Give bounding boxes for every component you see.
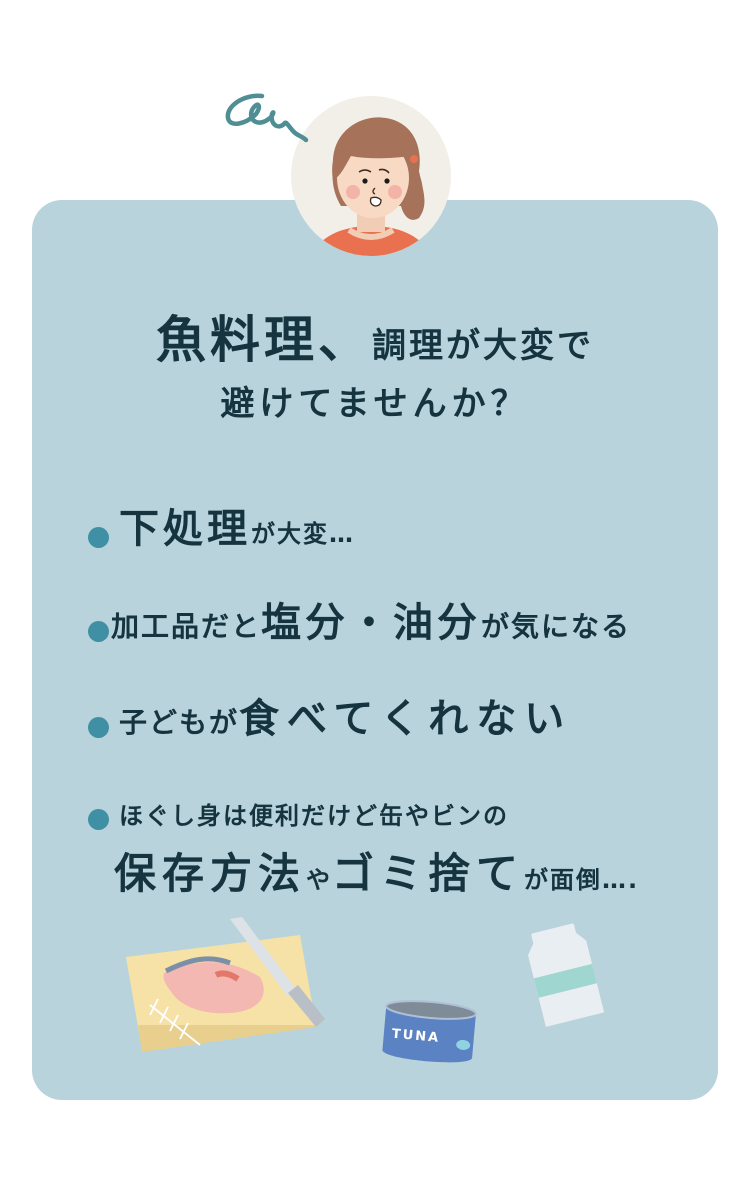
bullet-dot-icon	[88, 527, 109, 548]
concern-text: 子どもが	[119, 706, 240, 739]
glass-jar-icon	[527, 923, 605, 1027]
concern-item-kids: 子どもが食べてくれない	[88, 686, 572, 744]
concern-item-salt-oil: 加工品だと塩分・油分が気になる	[88, 590, 631, 648]
concern-item-storage-continuation: 保存方法やゴミ捨てが面倒….	[114, 840, 639, 901]
concern-text: が面倒….	[524, 866, 640, 894]
headline-emphasis: 魚料理、	[156, 311, 372, 369]
woman-face-icon	[311, 117, 431, 256]
tuna-label: TUNA	[391, 1027, 440, 1046]
concern-item-prep: 下処理が大変…	[88, 496, 355, 554]
concern-text: や	[306, 866, 333, 894]
concern-text: ほぐし身は便利だけど缶やビンの	[119, 802, 509, 830]
concern-text: が大変…	[251, 520, 355, 548]
concern-text: が気になる	[481, 610, 632, 643]
bullet-dot-icon	[88, 717, 109, 738]
headline-line-1: 魚料理、調理が大変で	[0, 300, 750, 370]
concern-item-storage: ほぐし身は便利だけど缶やビンの	[88, 796, 509, 831]
concern-emphasis: 保存方法	[114, 849, 307, 898]
worried-woman-avatar	[291, 96, 451, 256]
bullet-dot-icon	[88, 621, 109, 642]
content-card	[32, 200, 718, 1100]
worry-squiggle-icon	[225, 93, 309, 143]
cutting-board-salmon-icon	[126, 917, 325, 1052]
concern-emphasis: 塩分・油分	[261, 600, 482, 646]
headline-line-2: 避けてませんか？	[220, 384, 530, 424]
concern-text: 加工品だと	[111, 610, 262, 643]
concern-emphasis: ゴミ捨て	[332, 849, 525, 898]
concern-emphasis: 食べてくれない	[239, 696, 573, 742]
tuna-can-icon: TUNA	[382, 1000, 477, 1063]
concern-emphasis: 下処理	[119, 506, 251, 552]
headline-rest: 調理が大変で	[372, 326, 594, 366]
bullet-dot-icon	[88, 809, 109, 830]
